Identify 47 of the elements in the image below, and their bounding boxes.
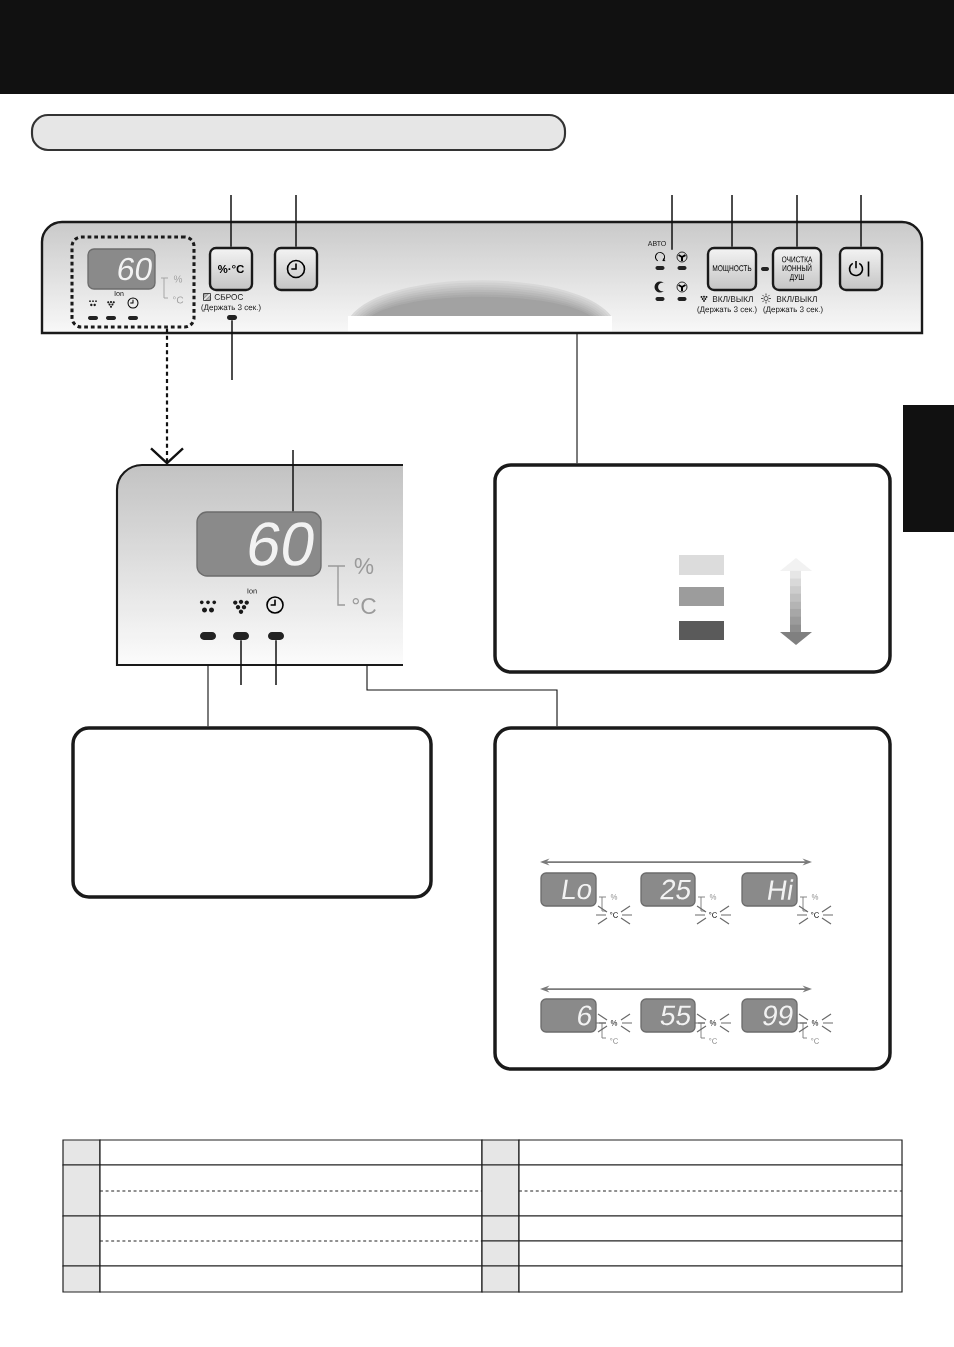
side-tab bbox=[903, 405, 954, 532]
hint-text: (Держать 3 сек.) bbox=[697, 306, 757, 314]
display-screen: Hi bbox=[741, 872, 798, 907]
display-screen: Lo bbox=[540, 872, 597, 907]
leader-line bbox=[295, 194, 297, 248]
display-screen: 60 bbox=[87, 248, 156, 290]
title-bar bbox=[30, 113, 567, 152]
leader-line bbox=[231, 319, 233, 381]
leader-line bbox=[671, 194, 673, 251]
display-screen: 99 bbox=[741, 998, 798, 1033]
info-box bbox=[71, 726, 433, 899]
connector-line bbox=[366, 664, 558, 727]
leader-line bbox=[230, 194, 232, 248]
info-box bbox=[493, 726, 892, 1071]
connector-line bbox=[576, 332, 578, 464]
connector-line bbox=[207, 664, 209, 727]
unit-label: °C bbox=[352, 598, 376, 615]
hint-text: (Держать 3 сек.) bbox=[763, 306, 823, 314]
display-screen: 25 bbox=[640, 872, 696, 907]
leader-line bbox=[796, 194, 798, 248]
unit-label: °C bbox=[173, 296, 184, 304]
button-caption: ВКЛ/ВЫКЛ bbox=[776, 296, 817, 303]
dotted-frame bbox=[70, 235, 196, 329]
display-screen: 55 bbox=[640, 998, 696, 1033]
button: %·°C bbox=[208, 246, 254, 292]
button bbox=[838, 246, 884, 292]
button-caption: ВКЛ/ВЫКЛ bbox=[712, 296, 753, 303]
leader-line bbox=[240, 639, 242, 686]
leader-line bbox=[860, 194, 862, 248]
leader-line bbox=[731, 194, 733, 248]
display-screen: 60 bbox=[196, 511, 322, 577]
info-box bbox=[493, 463, 892, 674]
unit-label: % bbox=[173, 275, 183, 283]
button: ОЧИСТКА ИОННЫЙ ДУШ bbox=[771, 246, 823, 292]
leader-line bbox=[292, 449, 294, 513]
leader-line bbox=[275, 639, 277, 686]
indicator-lamp bbox=[227, 315, 237, 320]
unit-label: % bbox=[354, 558, 374, 574]
display-screen: 6 bbox=[540, 998, 597, 1033]
indicator-lamp bbox=[268, 632, 284, 640]
button bbox=[273, 246, 319, 292]
arrow bbox=[150, 328, 184, 465]
indicator-lamp bbox=[233, 632, 249, 640]
hint-text: (Держать 3 сек.) bbox=[201, 304, 261, 312]
button: МОЩНОСТЬ bbox=[706, 246, 758, 292]
button-caption: СБРОС bbox=[214, 294, 244, 300]
mode-indicator-drawing bbox=[654, 251, 688, 301]
